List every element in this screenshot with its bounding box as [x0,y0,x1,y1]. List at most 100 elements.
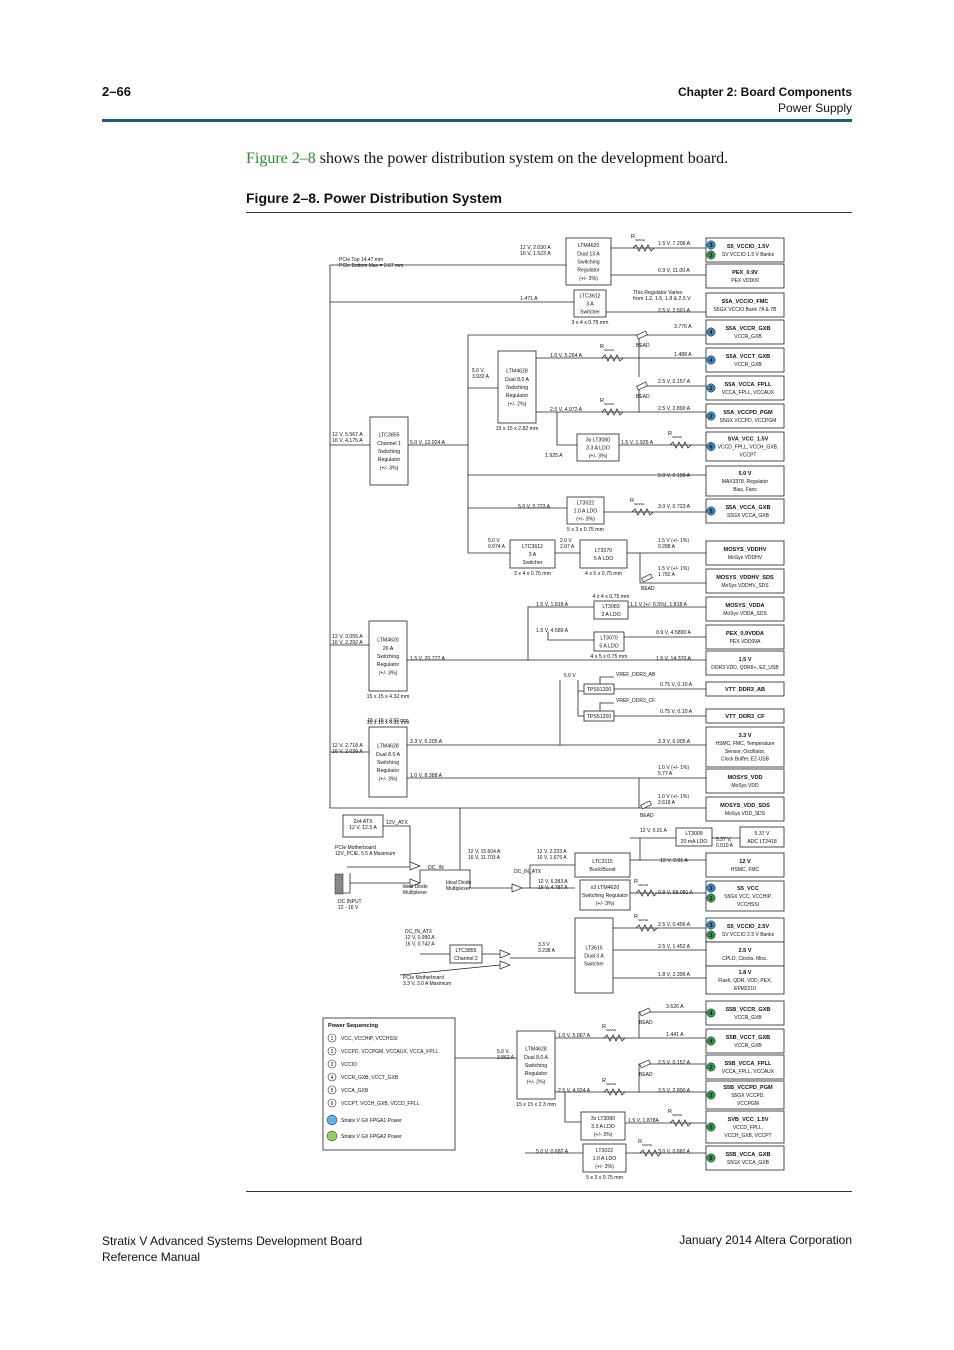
regulator-label: (+/- 3%) [576,517,595,523]
output-rail-S5B_VCCA_FPLL [705,1054,785,1080]
legend-item-text: VCCPT, VCCH_GXB, VCCD_FPLL [341,1101,420,1107]
regulator-label: (+/- 3%) [379,670,398,676]
regulator-label: (+/- 3%) [595,1164,614,1170]
diagram-label: 16 V, 2.292 A [332,640,363,646]
package-size-label: 3 x 4 x 0.75 mm [514,571,551,577]
regulator-label: LTM4628 [377,744,399,750]
legend-sequence-badge [327,1059,337,1069]
diagram-label: 1.5 V (+/- 1%) [658,566,689,572]
diagram-label: 1.5 V, 20.777 A [410,656,446,662]
regulator-label: Buck/Boost [589,867,616,873]
diagram-label: 5.37 V, [716,837,731,843]
rsense-label: SENSE [635,238,645,242]
regulator-label: LT3083 [602,604,619,610]
legend-sequence-number: 6 [331,1101,334,1107]
diagram-label: 12V_PCIE, 5.5 A Maximum [335,851,395,857]
regulator-label: LT3070 [600,635,617,641]
regulator-label: LT3022 [596,1148,613,1154]
output-rail-S5B_VCCR_GXB [705,1000,785,1026]
page-number: 2–66 [102,84,131,99]
wire [599,702,614,711]
sequence-number: 2 [709,1065,712,1071]
package-size-label: 5 x 3 x 0.75 mm [567,527,604,533]
diagram-label: 16 V, 11.703 A [468,855,501,861]
output-rail-1.5 V [705,650,785,676]
sequence-number: 6 [709,445,712,451]
sequence-badge [706,411,716,421]
output-rail-name: S5A_VCCR_GXB [725,326,770,332]
output-rail-name: S5B_VCCPD_PGM [723,1085,773,1091]
output-rail-name: S5A_VCCA_FPLL [725,382,773,388]
output-rail-MOSYS_VDD_SDS [705,796,785,822]
sequence-number: 1 [709,886,712,892]
regulator-label: Regulator [377,768,400,774]
legend-item-text: VCCPD, VCCPGM, VCCAUX, VCCA_FPLL [341,1049,438,1055]
regulator-label: Switching [377,654,399,660]
diagram-label: 1.0 V (+/- 1%) [658,765,689,771]
diagram-label: 12 V, 3.055 A [332,634,363,640]
sense-resistor-icon [603,1034,626,1042]
diagram-label: 12 V, 12.5 A [349,825,377,831]
figure-xref-link[interactable]: Figure 2–8 [246,150,316,167]
output-rail-description: Sensor, Oscillator, [725,749,765,755]
diagram-label: 3.776 A [674,324,692,330]
diagram-label: 2x4 ATX [353,819,373,825]
output-rail-name: SVB_VCC_1.5V [727,1117,768,1123]
diagram-label: PCIe Top 14.47 mm [339,257,383,263]
regulator-label: LT3070 [595,548,612,554]
output-rail-description: S5GX VCC, VCCHIP, [724,894,772,900]
output-rail-name: MOSYS_VDD_SDS [720,803,770,809]
regulator-ltc3612_top [573,289,607,318]
legend-sequence-number: 3 [331,1062,334,1068]
output-rail-S5B_VCCPD_PGM [705,1080,785,1110]
sequence-badge [706,327,716,337]
rsense-label: R [602,1024,606,1030]
output-rail-description: MoSys VDD_SDS [725,811,766,817]
output-rail-name: S5B_VCCA_GXB [725,1152,770,1158]
regulator-lt3009 [675,827,713,847]
sequence-badge [706,240,716,250]
sequence-badge [706,250,716,260]
diagram-label: 2.5 V, 2.890 A [658,1088,691,1094]
diagram-label: 3.0 V, 0.682 A [658,1149,691,1155]
rsense-label: R [668,1109,672,1115]
output-rail-description: PEX VDD09 [731,278,759,284]
diagram-label: 1.1 V (+/- 0.5%), 1.818 A [630,602,687,608]
output-rail-description: MoSys VDDHV [728,555,763,561]
diagram-label: 16 V, 0.742 A [405,941,435,947]
regulator-label: Dual 13 A [577,251,600,257]
wire [577,691,584,717]
package-size-label: 5 x 3 x 0.75 mm [586,1175,623,1181]
package-size-label: 3 x 4 x 0.75 mm [572,320,609,326]
regulator-label: Regulator [506,393,529,399]
diagram-label: 0.75 V, 0.10 A [660,682,693,688]
header-rule [102,119,852,122]
rsense-label: R [600,398,604,404]
regulator-label: LT3022 [577,500,594,506]
wire [527,606,594,660]
output-rail-PEX_0.9V [705,263,785,289]
output-rail-5.0 V [705,465,785,497]
regulator-label: 3x LT3080 [586,437,610,443]
regulator-label: (+/- 3%) [380,465,399,471]
regulator-label: Switcher [523,560,543,566]
output-rail-description: S5GX VCCIO Bank 7A & 7B [714,307,777,313]
rsense-label: SENSE [642,1143,652,1147]
regulator-lt3080_bot [580,1111,626,1141]
diagram-label: 15 x 15 x 4.32 mm [367,718,408,724]
package-size-label: 4 x 4 x 0.75 mm [593,594,630,600]
regulator-label: 1.0 A LDO [574,509,598,515]
regulator-label: x3 LTM4620 [591,885,620,891]
diagram-label: 2.5 V, 0.157 A [658,379,691,385]
package-size-label: 15 x 15 x 2.3 mm [516,1102,556,1108]
ferrite-bead-icon [639,1007,651,1017]
regulator-ltc3612_mid [509,539,556,569]
intro-text: shows the power distribution system on t… [315,150,729,167]
regulator-label: LTM4628 [506,369,528,375]
output-rail-description: VCCR_GXB [734,1043,762,1049]
wire [383,825,411,862]
output-rail-description: VCCR_GXB [734,1015,762,1021]
diagram-label: 1.5 V (+/- 1%) [658,538,689,544]
wire [564,1092,581,1123]
regulator-ltm4628_bot [516,1030,556,1100]
